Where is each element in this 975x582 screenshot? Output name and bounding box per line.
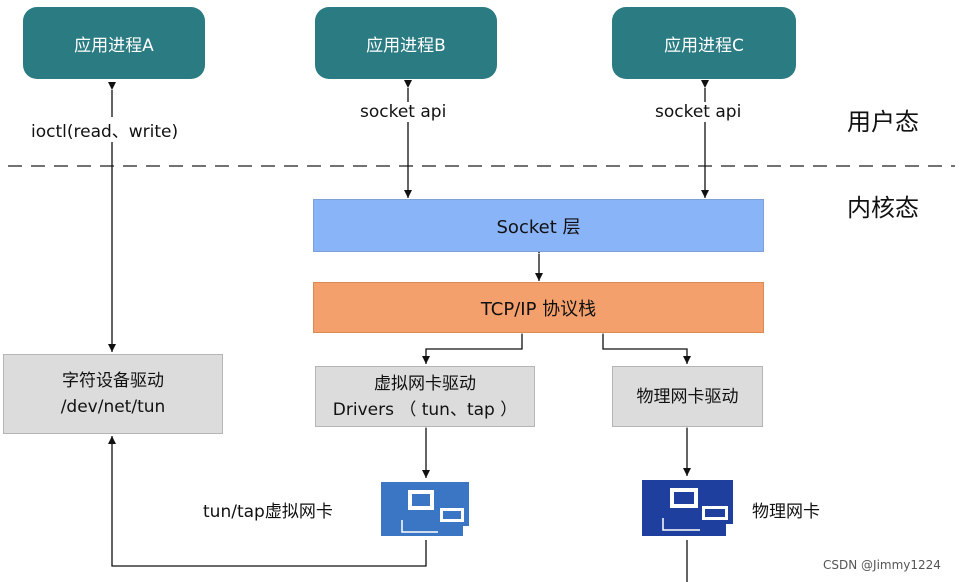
app-process-a-label: 应用进程A bbox=[74, 35, 154, 56]
app-process-a: 应用进程A bbox=[23, 7, 205, 79]
kernel-space-label: 内核态 bbox=[847, 194, 919, 222]
physical-driver-label: 物理网卡驱动 bbox=[636, 386, 739, 407]
physical-nic-label: 物理网卡 bbox=[752, 497, 820, 522]
tcpip-stack-label: TCP/IP 协议栈 bbox=[480, 298, 597, 320]
csdn-watermark: CSDN @Jimmy1224 bbox=[823, 558, 941, 572]
socket-layer-label: Socket 层 bbox=[496, 216, 581, 238]
physical-nic-driver: 物理网卡驱动 bbox=[612, 366, 763, 427]
ioctl-label: ioctl(read、write) bbox=[31, 117, 179, 142]
virtual-driver-line2: Drivers （ tun、tap ） bbox=[332, 399, 518, 420]
tcpip-stack-layer: TCP/IP 协议栈 bbox=[313, 282, 764, 333]
virtual-driver-line1: 虚拟网卡驱动 bbox=[374, 373, 476, 394]
arrow-tun-card-to-char-driver bbox=[108, 436, 427, 567]
socket-api-label-b: socket api bbox=[360, 102, 447, 122]
app-process-c: 应用进程C bbox=[612, 7, 796, 79]
app-process-b-label: 应用进程B bbox=[366, 35, 446, 56]
virtual-nic-card-icon bbox=[381, 482, 469, 536]
arrow-tcpip-to-virtual-driver bbox=[422, 326, 526, 364]
tun-tap-nic-label: tun/tap虚拟网卡 bbox=[203, 497, 333, 522]
physical-nic-card-icon bbox=[642, 480, 733, 536]
app-process-c-label: 应用进程C bbox=[664, 35, 744, 56]
socket-layer: Socket 层 bbox=[313, 199, 764, 252]
char-device-driver: 字符设备驱动 /dev/net/tun bbox=[3, 354, 223, 434]
char-driver-line1: 字符设备驱动 bbox=[62, 371, 164, 391]
user-space-label: 用户态 bbox=[847, 108, 919, 136]
socket-api-label-c: socket api bbox=[655, 102, 742, 122]
virtual-nic-driver: 虚拟网卡驱动 Drivers （ tun、tap ） bbox=[315, 366, 535, 427]
arrow-tcpip-to-physical-driver bbox=[599, 326, 691, 364]
char-driver-line2: /dev/net/tun bbox=[60, 397, 166, 417]
app-process-b: 应用进程B bbox=[315, 7, 497, 79]
